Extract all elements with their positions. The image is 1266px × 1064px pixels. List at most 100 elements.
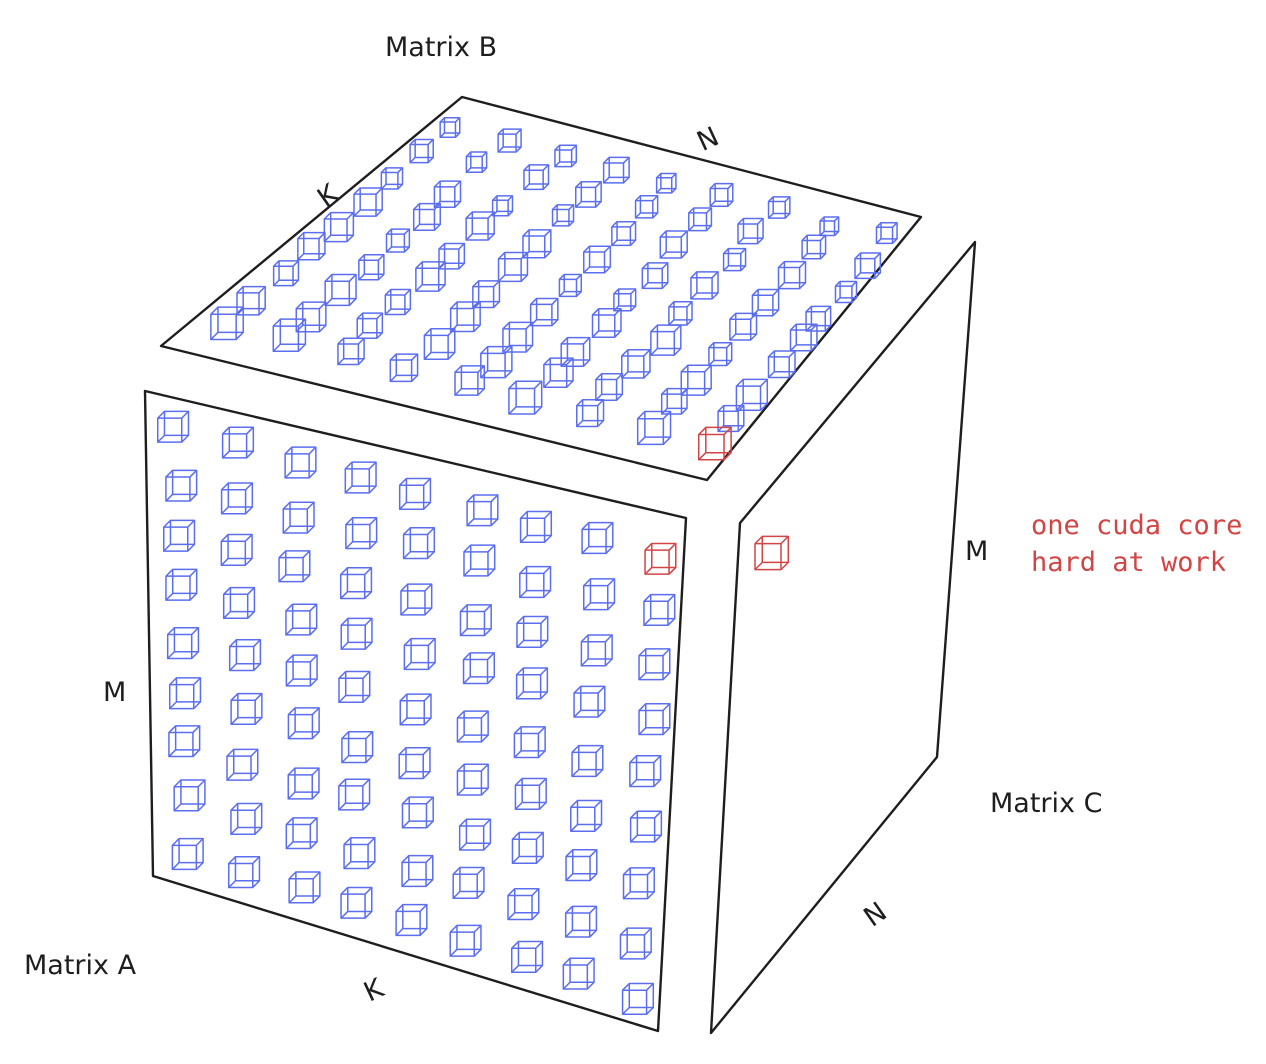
core — [221, 426, 255, 459]
core — [220, 533, 253, 567]
core — [462, 652, 496, 685]
core — [497, 128, 522, 153]
core — [515, 667, 549, 700]
core — [558, 273, 583, 298]
core — [456, 710, 489, 743]
core — [220, 482, 254, 515]
active-core — [644, 542, 677, 575]
core — [641, 262, 669, 290]
core — [491, 195, 514, 217]
core — [458, 818, 492, 851]
core — [519, 510, 553, 543]
core — [272, 260, 300, 287]
core — [480, 345, 513, 379]
core — [166, 627, 200, 660]
core — [228, 855, 261, 889]
core — [345, 517, 378, 550]
core — [680, 364, 712, 396]
core — [551, 204, 575, 227]
core — [465, 151, 488, 174]
core — [162, 519, 196, 552]
core — [385, 228, 411, 253]
core — [621, 349, 651, 379]
core — [228, 639, 262, 672]
core — [767, 350, 796, 379]
core — [709, 182, 734, 207]
matrix-c-m-label: M — [965, 536, 988, 567]
matrix-c-n-label: N — [858, 896, 892, 933]
core — [508, 380, 543, 415]
core — [629, 810, 663, 843]
core — [573, 685, 606, 718]
core — [165, 469, 198, 502]
core — [356, 312, 384, 340]
matrix-a-k-label: K — [359, 972, 389, 1008]
matrix-a-m-label: M — [103, 677, 126, 708]
core — [611, 220, 637, 247]
core — [353, 187, 383, 217]
core — [690, 271, 719, 300]
core — [401, 854, 434, 888]
core — [529, 297, 559, 327]
core — [400, 583, 433, 616]
core — [583, 578, 616, 611]
core — [403, 637, 436, 671]
core — [636, 410, 672, 446]
core — [510, 940, 544, 974]
core — [337, 337, 365, 366]
core — [157, 410, 190, 443]
core — [595, 372, 624, 401]
core — [324, 273, 357, 307]
core — [571, 744, 604, 778]
core — [729, 312, 758, 341]
core — [634, 195, 659, 219]
core — [737, 217, 764, 245]
core — [580, 634, 613, 667]
core — [338, 778, 371, 811]
core — [576, 398, 605, 428]
core — [341, 731, 374, 764]
core — [543, 357, 574, 389]
core — [502, 321, 534, 353]
core — [570, 799, 603, 832]
core — [384, 288, 412, 316]
core — [456, 763, 489, 796]
core — [507, 888, 540, 921]
core — [343, 836, 376, 870]
core — [297, 231, 326, 261]
core — [497, 251, 529, 283]
core — [722, 247, 747, 272]
annotation-line-1: one cuda core — [1031, 510, 1242, 541]
core — [358, 254, 385, 281]
core — [409, 138, 434, 164]
core — [554, 144, 578, 168]
active-core — [754, 535, 790, 571]
core — [560, 336, 591, 367]
core — [514, 777, 547, 810]
core — [323, 211, 355, 243]
active-core — [697, 426, 732, 461]
core — [284, 446, 317, 479]
core — [222, 586, 256, 620]
matrix-b-n-label: N — [692, 121, 723, 158]
core — [621, 982, 655, 1015]
core — [285, 817, 318, 850]
core — [380, 167, 404, 190]
core — [295, 301, 327, 333]
core — [659, 230, 688, 259]
core — [655, 172, 677, 194]
core — [459, 604, 492, 637]
core — [412, 202, 442, 231]
core — [717, 404, 745, 433]
core — [466, 494, 499, 527]
core — [340, 617, 373, 650]
matrix-b-cores — [210, 116, 898, 461]
core — [287, 767, 320, 800]
core — [288, 871, 321, 904]
core — [449, 301, 481, 333]
core — [575, 181, 602, 208]
core — [751, 288, 780, 317]
core — [564, 905, 598, 938]
core — [613, 288, 637, 312]
